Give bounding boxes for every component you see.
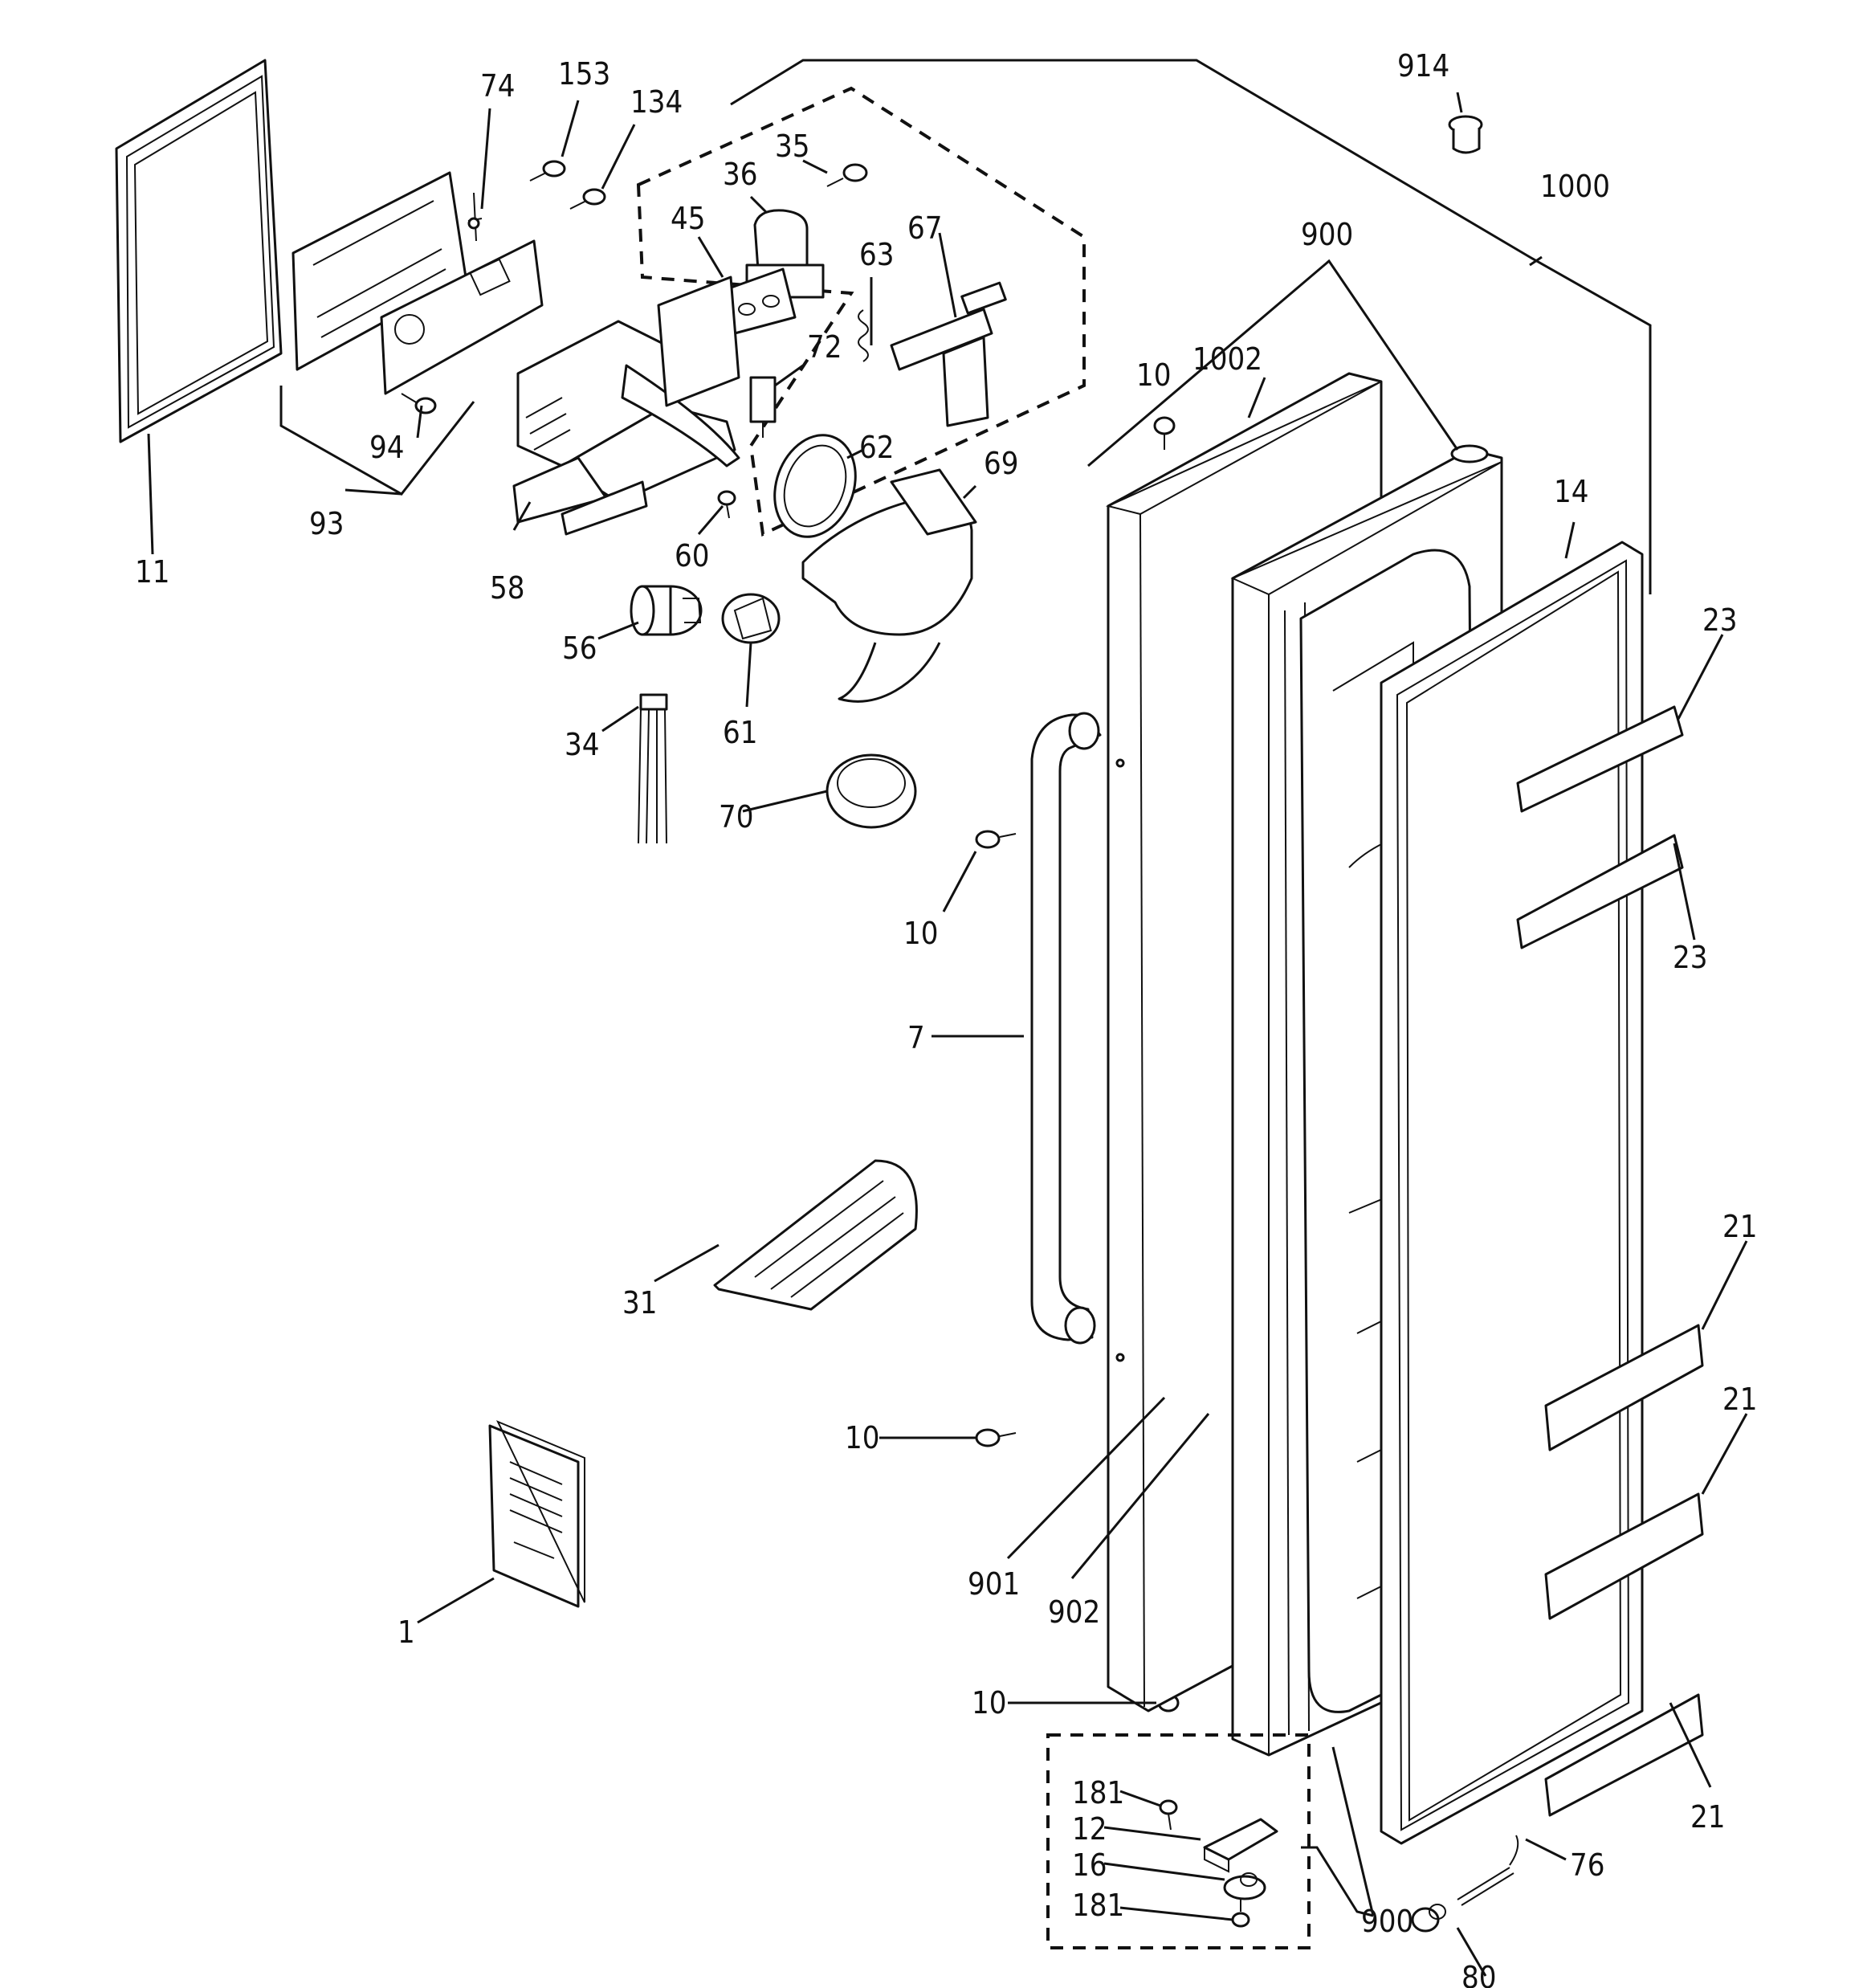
- part-914-cap: [1448, 115, 1483, 154]
- part-12-hinge: [1203, 1818, 1278, 1873]
- label-36: 36: [723, 157, 758, 192]
- part-1-manual: [488, 1420, 585, 1608]
- label-901: 901: [968, 1566, 1020, 1602]
- label-31: 31: [622, 1285, 658, 1321]
- part-80-cap: [1411, 1904, 1446, 1933]
- label-1: 1: [397, 1614, 415, 1650]
- part-72-switch: [749, 376, 777, 438]
- label-69: 69: [984, 446, 1019, 481]
- label-1000: 1000: [1540, 169, 1610, 204]
- label-63: 63: [859, 237, 895, 272]
- label-1002: 1002: [1192, 341, 1262, 377]
- part-45-bracket: [725, 267, 797, 335]
- label-134: 134: [630, 84, 683, 120]
- label-80: 80: [1461, 1960, 1497, 1988]
- screw-10-b-icon: [975, 830, 1017, 849]
- label-23-b: 23: [1673, 940, 1708, 975]
- label-10-d: 10: [972, 1685, 1007, 1721]
- label-58: 58: [490, 570, 525, 606]
- part-63-spring: [858, 309, 869, 362]
- label-35: 35: [775, 129, 810, 164]
- screw-134-icon: [569, 188, 606, 210]
- part-14-gasket: [1380, 541, 1644, 1845]
- label-914: 914: [1397, 48, 1449, 84]
- label-900-bottom: 900: [1361, 1904, 1413, 1939]
- part-11-dispenser-panel: [115, 59, 283, 443]
- screw-10-c-icon: [975, 1428, 1017, 1447]
- label-900-top: 900: [1301, 217, 1353, 252]
- label-94: 94: [369, 430, 405, 465]
- part-16-pin: [1223, 1872, 1266, 1900]
- label-181-b: 181: [1072, 1888, 1124, 1923]
- label-21-b: 21: [1722, 1382, 1758, 1417]
- label-12: 12: [1072, 1811, 1107, 1847]
- label-14: 14: [1554, 474, 1589, 509]
- label-67: 67: [907, 210, 943, 246]
- screw-181-b-icon: [1231, 1900, 1250, 1928]
- label-21-a: 21: [1722, 1209, 1758, 1244]
- label-16: 16: [1072, 1847, 1107, 1883]
- label-181-a: 181: [1072, 1775, 1124, 1810]
- part-67-lever: [890, 281, 1007, 427]
- part-7-handle: [1030, 712, 1102, 1345]
- leader-lines: [147, 59, 1748, 1977]
- part-21-shelf-a: [1544, 1324, 1704, 1451]
- label-34: 34: [565, 727, 600, 762]
- label-23-a: 23: [1702, 602, 1738, 638]
- part-23-shelf-a: [1516, 705, 1684, 813]
- label-10-a: 10: [1136, 357, 1172, 393]
- part-58-housing: [512, 276, 740, 536]
- part-76-spring: [1457, 1835, 1519, 1906]
- label-93: 93: [309, 506, 344, 541]
- screw-60-icon: [717, 490, 736, 519]
- label-902: 902: [1048, 1594, 1100, 1630]
- label-11: 11: [135, 554, 170, 590]
- part-56-motor: [630, 585, 703, 636]
- screw-94-icon: [401, 393, 437, 414]
- screw-35-icon: [826, 163, 868, 187]
- part-31-drip-tray: [713, 1159, 918, 1311]
- label-10-c: 10: [845, 1420, 880, 1455]
- label-61: 61: [723, 715, 758, 750]
- label-56: 56: [562, 631, 597, 666]
- screw-181-a-icon: [1159, 1799, 1178, 1831]
- part-21-shelf-c: [1544, 1693, 1704, 1817]
- screw-153-icon: [529, 160, 566, 182]
- label-45: 45: [671, 201, 706, 236]
- label-60: 60: [675, 538, 710, 574]
- label-70: 70: [719, 799, 754, 835]
- part-labels: 914 1000 900 1002 10 14 23 23 21 21 21 7…: [135, 48, 1758, 1988]
- label-7: 7: [907, 1020, 925, 1055]
- part-23-shelf-b: [1516, 834, 1684, 949]
- label-74: 74: [480, 68, 516, 104]
- part-61-coupler: [721, 593, 781, 644]
- hinge-group-outline: [1046, 1733, 1311, 1949]
- label-62: 62: [859, 430, 895, 465]
- part-21-shelf-b: [1544, 1492, 1704, 1620]
- label-153: 153: [558, 56, 610, 92]
- screw-10-a-icon: [1153, 416, 1176, 450]
- label-21-c: 21: [1690, 1799, 1726, 1835]
- label-76: 76: [1570, 1847, 1605, 1883]
- solenoid-group-outline: [636, 86, 1086, 537]
- part-34-harness: [638, 693, 668, 844]
- label-72: 72: [807, 329, 842, 365]
- part-93-bezel-board: [291, 171, 544, 395]
- part-62-ring: [773, 434, 857, 538]
- part-70-ring: [826, 753, 917, 829]
- label-10-b: 10: [903, 916, 939, 951]
- part-69-chute: [801, 468, 977, 703]
